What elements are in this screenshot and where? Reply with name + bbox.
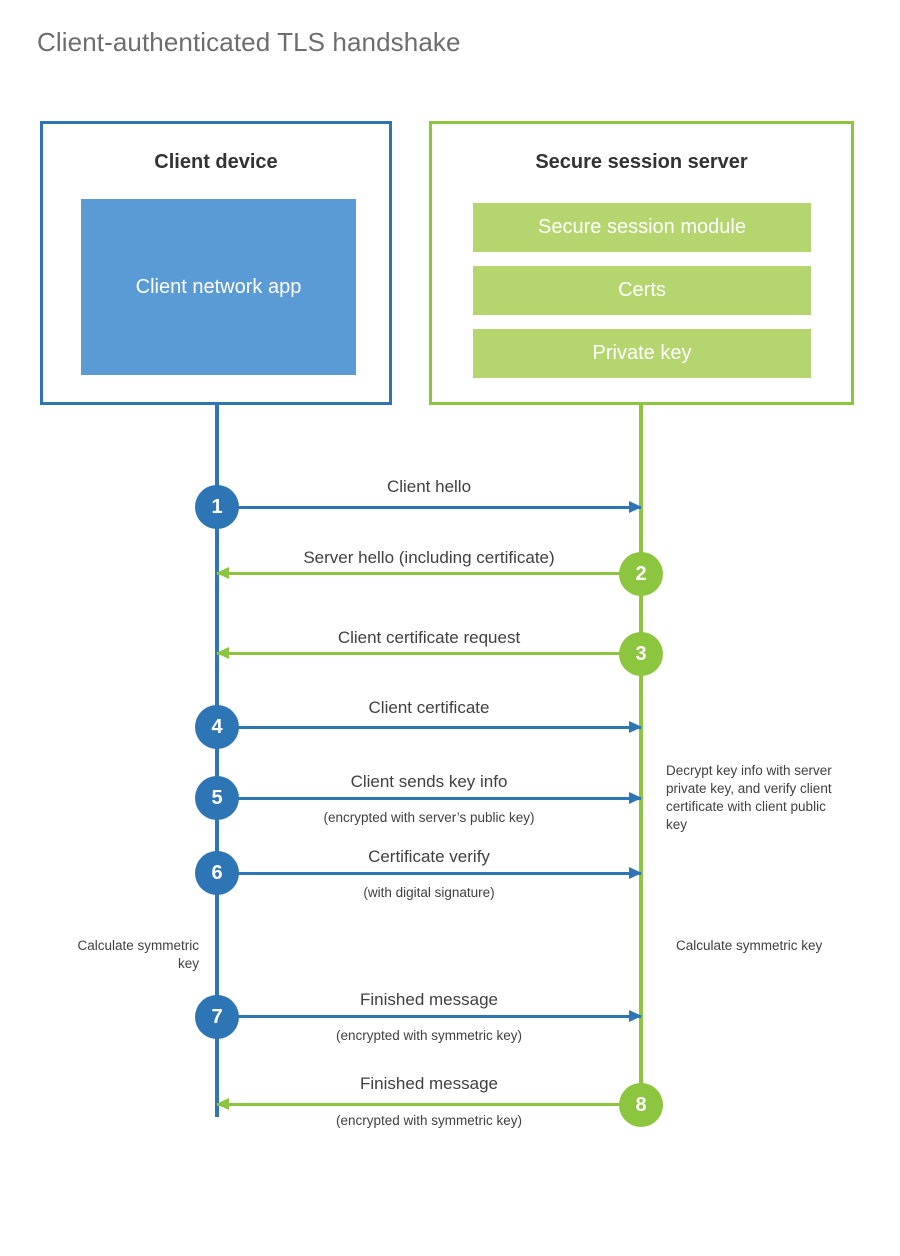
arrowhead-right-icon bbox=[629, 1010, 642, 1022]
message-label-2: Server hello (including certificate) bbox=[303, 548, 555, 567]
arrowhead-right-icon bbox=[629, 501, 642, 513]
step-badge-1[interactable]: 1 bbox=[195, 485, 239, 529]
server-module-secure-session-module: Secure session module bbox=[473, 203, 811, 252]
step-badge-7[interactable]: 7 bbox=[195, 995, 239, 1039]
message-arrow-3 bbox=[216, 647, 641, 659]
server-module-certs: Certs bbox=[473, 266, 811, 315]
client-device-title: Client device bbox=[154, 151, 278, 173]
message-label-8: Finished message bbox=[360, 1074, 498, 1093]
arrowhead-left-icon bbox=[216, 1098, 229, 1110]
arrowhead-left-icon bbox=[216, 567, 229, 579]
step-badge-5[interactable]: 5 bbox=[195, 776, 239, 820]
message-arrow-7 bbox=[217, 1010, 642, 1022]
step-badge-4[interactable]: 4 bbox=[195, 705, 239, 749]
message-arrow-2 bbox=[216, 567, 641, 579]
message-arrow-5 bbox=[217, 792, 642, 804]
arrowhead-right-icon bbox=[629, 867, 642, 879]
server-lifeline bbox=[639, 405, 643, 1105]
message-label-6: Certificate verify bbox=[368, 847, 490, 866]
message-arrow-1 bbox=[217, 501, 642, 513]
client-device-box: Client device Client network app bbox=[40, 121, 392, 405]
page-title: Client-authenticated TLS handshake bbox=[37, 27, 461, 57]
message-sublabel-6: (with digital signature) bbox=[363, 885, 495, 900]
step-badge-8[interactable]: 8 bbox=[619, 1083, 663, 1127]
arrowhead-right-icon bbox=[629, 792, 642, 804]
client-calculate-symmetric-key-note: Calculate symmetric key bbox=[77, 938, 199, 971]
message-sublabel-5: (encrypted with server’s public key) bbox=[323, 810, 535, 825]
step-badge-3[interactable]: 3 bbox=[619, 632, 663, 676]
message-label-5: Client sends key info bbox=[350, 772, 508, 791]
server-calculate-symmetric-key-note: Calculate symmetric key bbox=[676, 938, 823, 953]
message-arrow-8 bbox=[216, 1098, 641, 1110]
client-lifeline bbox=[215, 405, 219, 1117]
arrowhead-left-icon bbox=[216, 647, 229, 659]
message-label-3: Client certificate request bbox=[337, 628, 521, 647]
message-label-7: Finished message bbox=[360, 990, 498, 1009]
server-module-private-key: Private key bbox=[473, 329, 811, 378]
message-arrow-4 bbox=[217, 721, 642, 733]
arrowhead-right-icon bbox=[629, 721, 642, 733]
client-network-app-box: Client network app bbox=[81, 199, 356, 375]
message-sublabel-8: (encrypted with symmetric key) bbox=[335, 1113, 523, 1128]
secure-session-server-title: Secure session server bbox=[535, 151, 748, 173]
message-arrow-6 bbox=[217, 867, 642, 879]
step-badge-2[interactable]: 2 bbox=[619, 552, 663, 596]
message-label-1: Client hello bbox=[386, 477, 472, 496]
step-badge-6[interactable]: 6 bbox=[195, 851, 239, 895]
secure-session-server-box: Secure session server Secure session mod… bbox=[429, 121, 854, 405]
message-label-4: Client certificate bbox=[368, 698, 490, 717]
server-process-note: Decrypt key info with server private key… bbox=[666, 763, 832, 832]
message-sublabel-7: (encrypted with symmetric key) bbox=[335, 1028, 523, 1043]
